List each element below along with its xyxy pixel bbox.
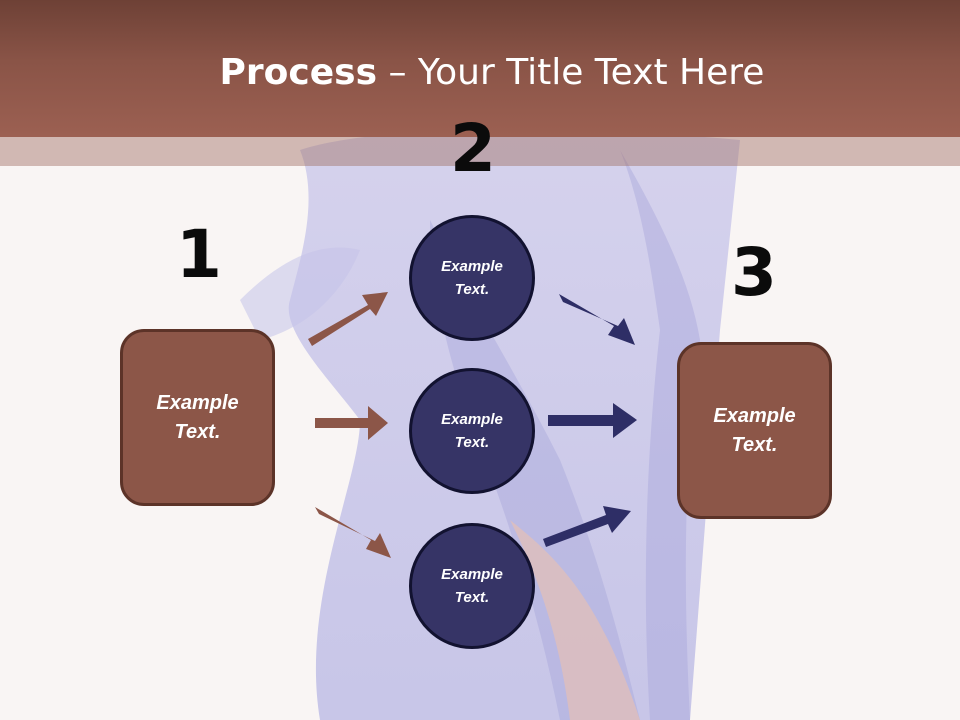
step-2-circle-top-label: Example Text. [441, 258, 503, 298]
header-band [0, 0, 960, 137]
step-1-box: Example Text. [120, 329, 275, 506]
step-2-circle-top: Example Text. [409, 215, 535, 341]
arrow-2-to-3-bottom [543, 506, 631, 547]
step-2-circle-bottom-label: Example Text. [441, 566, 503, 606]
step-1-label: Example Text. [156, 391, 239, 443]
step-number-1: 1 [176, 216, 222, 293]
step-number-3: 3 [731, 234, 777, 311]
step-3-box: Example Text. [677, 342, 832, 519]
arrow-1-to-2-middle [315, 406, 388, 440]
header-strip [0, 137, 960, 166]
arrow-1-to-2-bottom [315, 507, 391, 558]
step-3-label: Example Text. [713, 404, 796, 456]
title-bold: Process [219, 52, 378, 93]
arrow-2-to-3-middle [548, 403, 637, 438]
arrow-1-to-2-top [308, 292, 388, 346]
step-2-circle-bottom: Example Text. [409, 523, 535, 649]
arrow-2-to-3-top [559, 294, 635, 345]
step-2-circle-middle-label: Example Text. [441, 411, 503, 451]
step-2-circle-middle: Example Text. [409, 368, 535, 494]
slide-title: Process – Your Title Text Here [0, 52, 960, 93]
title-rest: – Your Title Text Here [377, 52, 765, 93]
step-number-2: 2 [450, 110, 496, 187]
